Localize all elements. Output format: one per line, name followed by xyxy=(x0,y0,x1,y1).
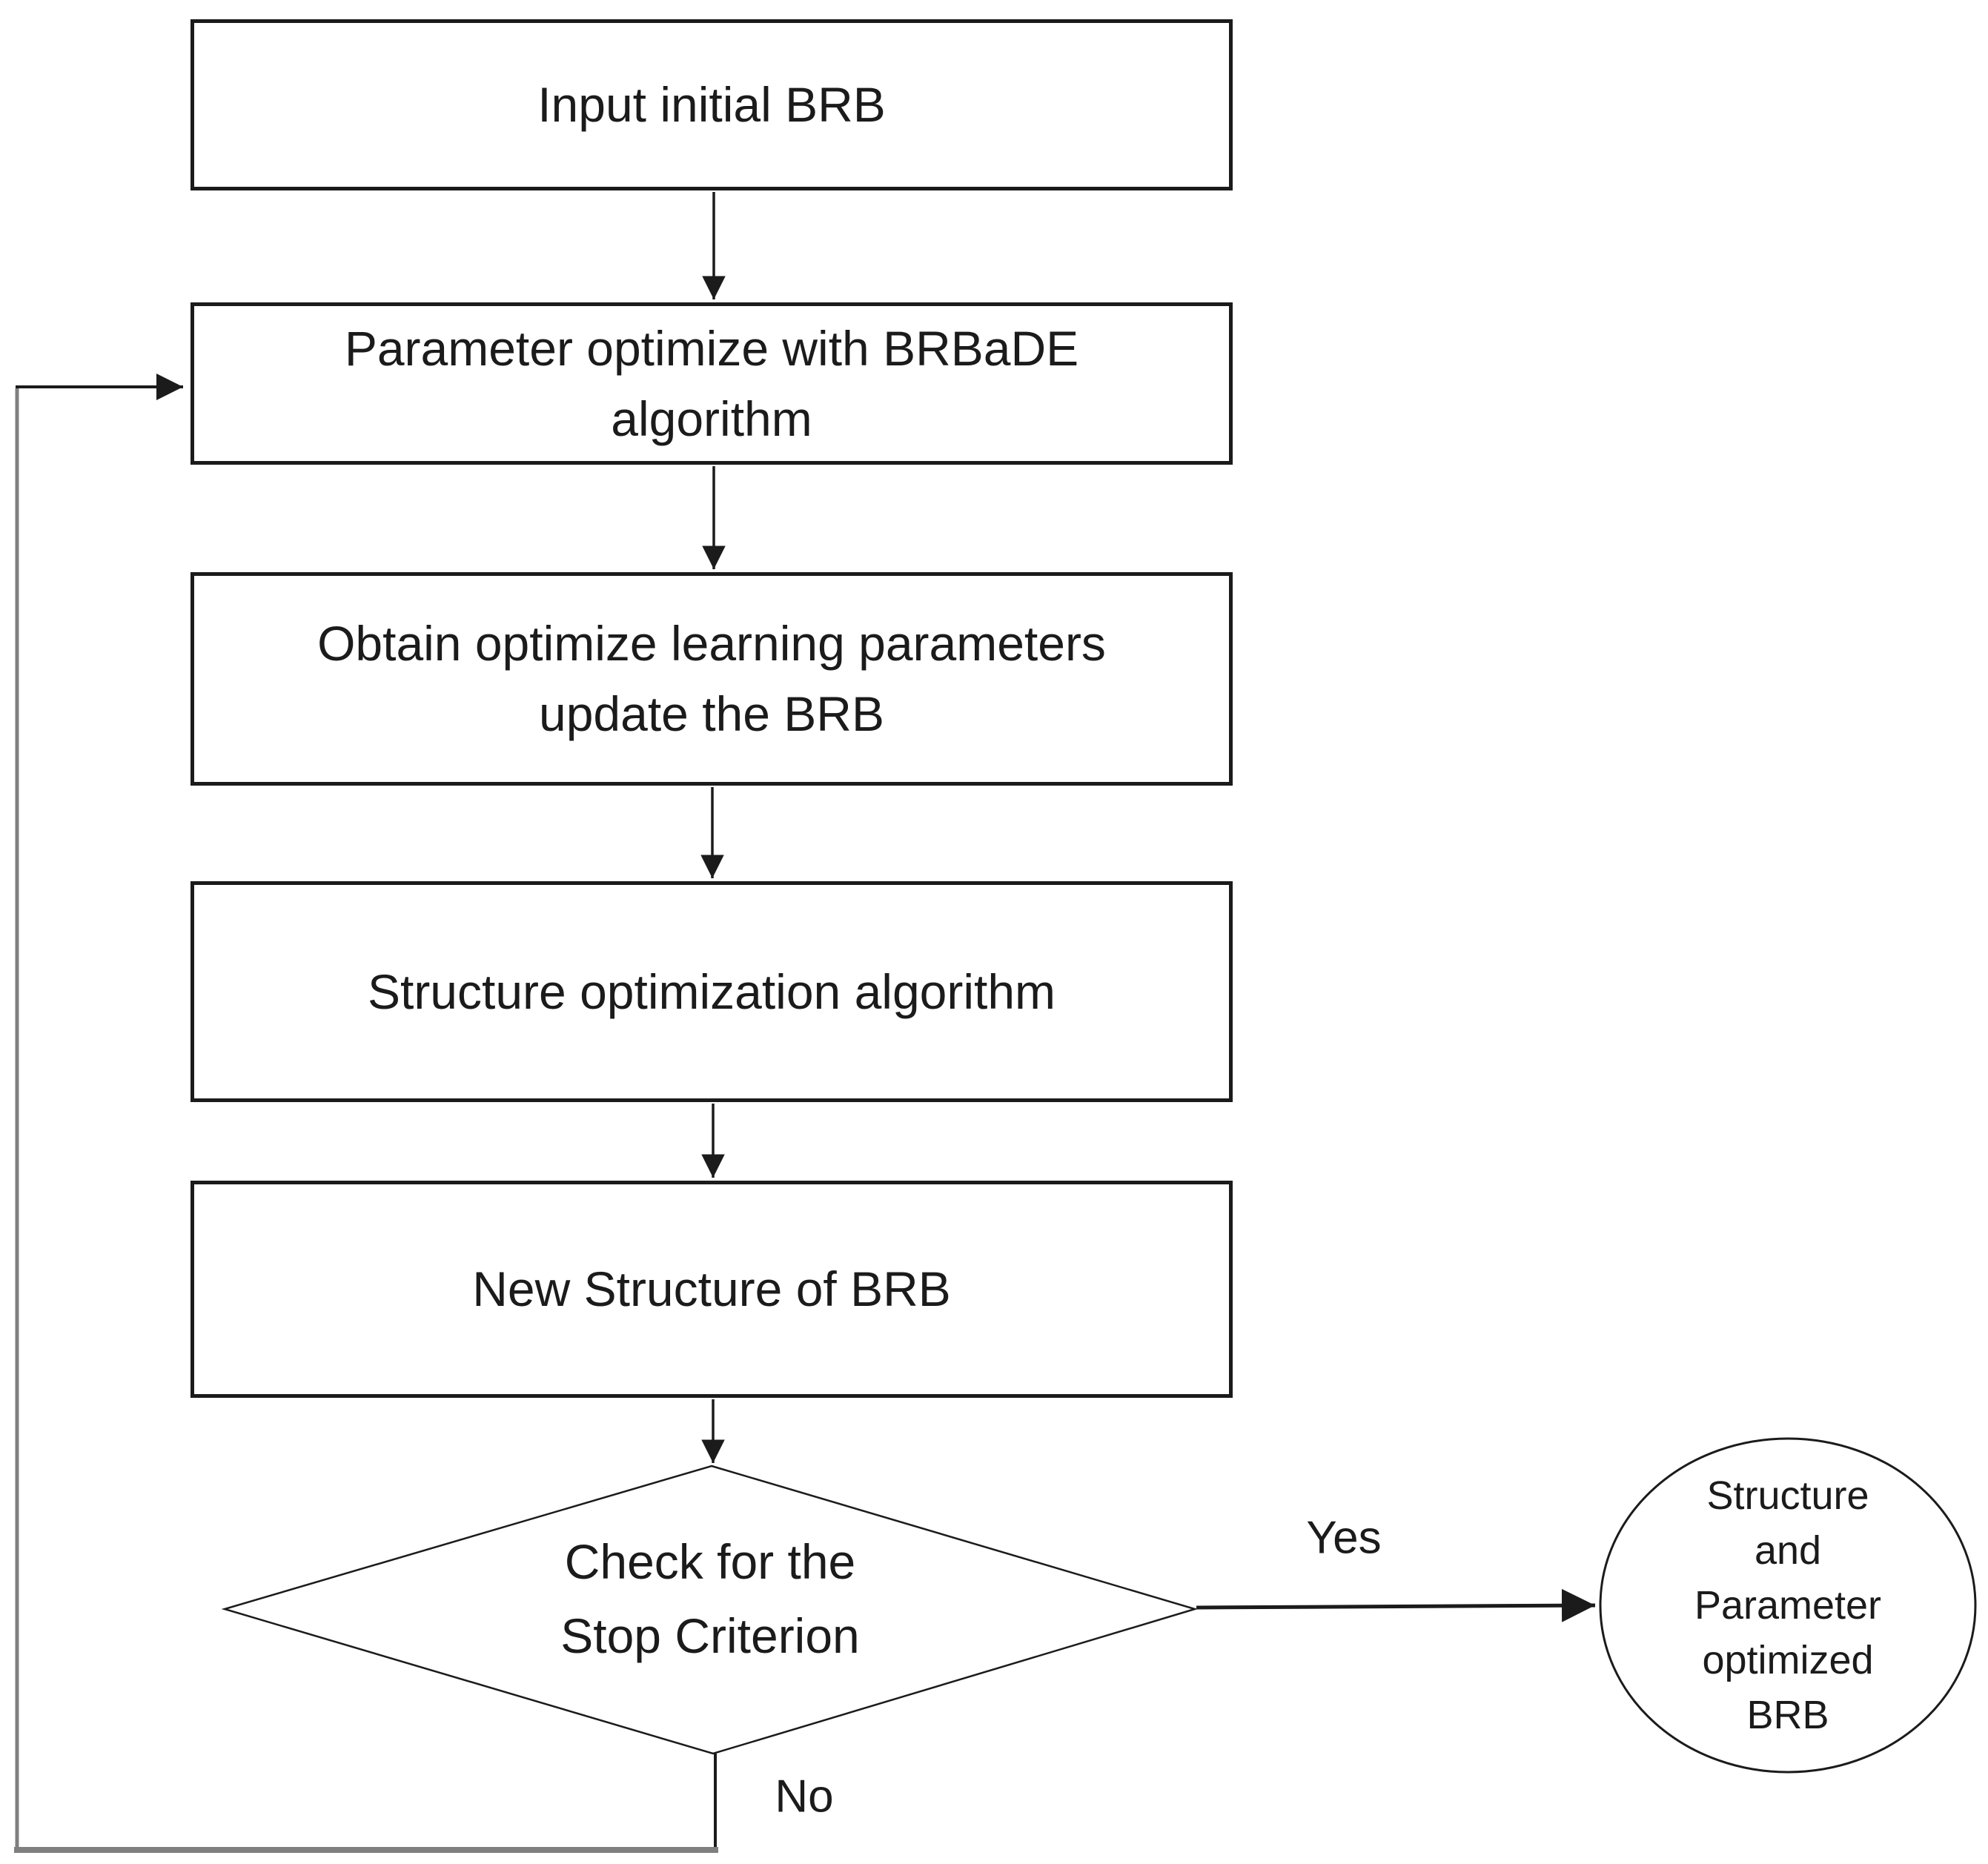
terminal-circle-shape xyxy=(1599,1437,1977,1774)
arrow-yes-to-terminal xyxy=(1196,1588,1596,1622)
process-box-new-structure-of-brb: New Structure of BRB xyxy=(190,1181,1233,1398)
process-box-structure-optimization: Structure optimization algorithm xyxy=(190,881,1233,1102)
process-box-parameter-optimize-brbade: Parameter optimize with BRBaDE algorithm xyxy=(190,302,1233,465)
process-box-input-initial-brb: Input initial BRB xyxy=(190,19,1233,190)
process-box-obtain-learning-parameters: Obtain optimize learning parameters upda… xyxy=(190,572,1233,786)
edge-label-no: No xyxy=(775,1771,834,1822)
decision-diamond-shape xyxy=(221,1465,1199,1755)
edge-label-yes: Yes xyxy=(1306,1512,1382,1564)
